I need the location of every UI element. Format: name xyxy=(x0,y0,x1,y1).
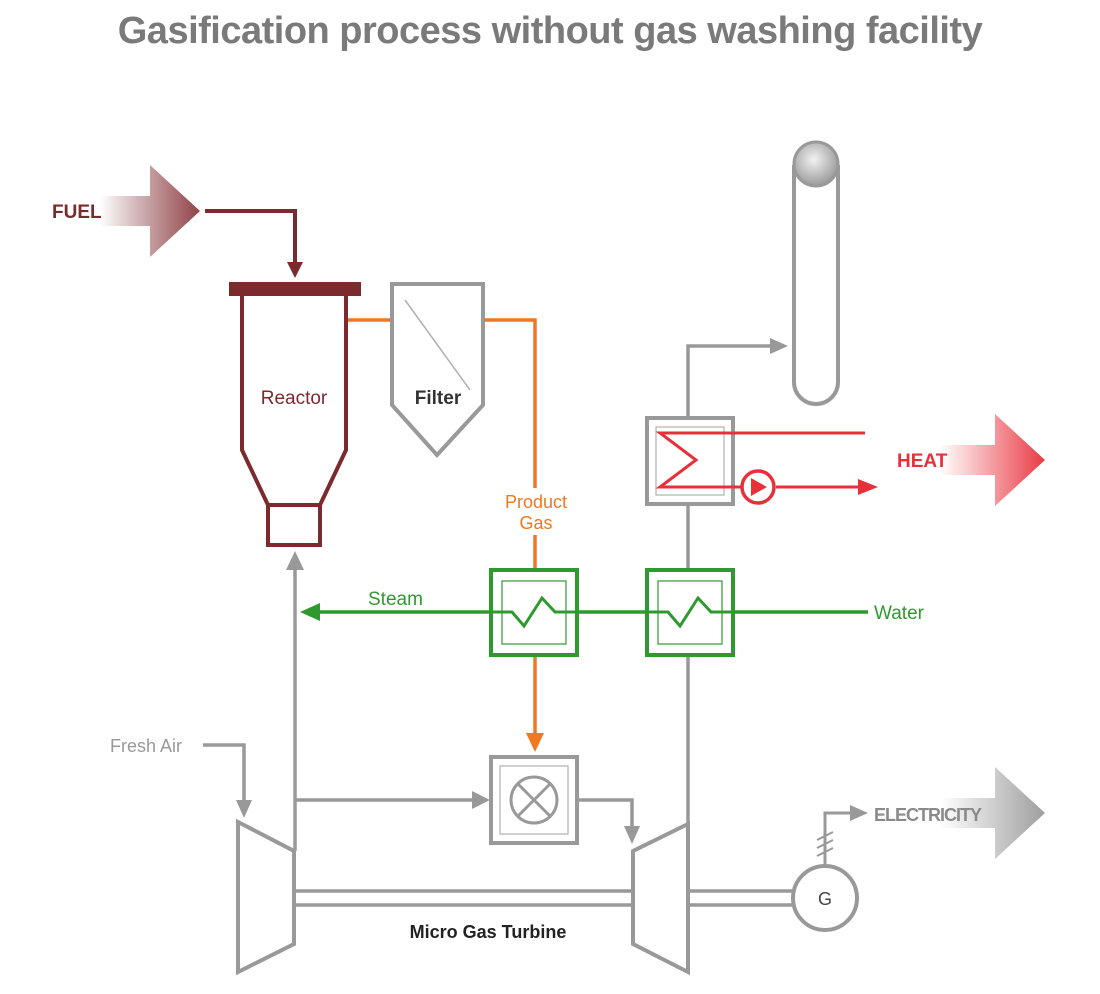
combustion-chamber xyxy=(489,755,579,845)
fuel-line-arrowhead xyxy=(287,262,303,278)
steam-arrowhead xyxy=(300,603,320,621)
generator-label: G xyxy=(818,889,832,909)
exhaust-line-to-stack xyxy=(686,344,772,418)
fuel-line xyxy=(205,209,297,272)
heat-recovery-exchanger xyxy=(645,416,735,506)
combustor-air-arrowhead xyxy=(472,791,490,809)
chimney-stack xyxy=(792,140,840,406)
reactor-air-arrowhead xyxy=(286,551,304,570)
fresh-air-label: Fresh Air xyxy=(110,736,182,756)
heat-label: HEAT xyxy=(897,451,948,472)
product-gas-label-line1: Product xyxy=(505,492,567,512)
turbine-shaft xyxy=(294,889,795,907)
product-gas-arrowhead xyxy=(526,733,544,752)
turbine xyxy=(631,820,690,976)
stack-inlet-arrowhead xyxy=(770,338,788,354)
filter xyxy=(390,282,485,458)
fresh-air-line xyxy=(203,743,246,803)
steam-label: Steam xyxy=(368,589,423,610)
fresh-air-arrowhead xyxy=(236,800,252,818)
page-title: Gasification process without gas washing… xyxy=(117,10,983,52)
electricity-arrowhead xyxy=(850,805,868,821)
electricity-line xyxy=(823,811,852,866)
heat-output-arrow xyxy=(940,414,1045,506)
heat-circuit-line xyxy=(655,431,865,489)
turbine-inlet-arrowhead xyxy=(624,826,640,844)
steam-heat-exchanger xyxy=(489,568,579,657)
product-gas-line-upper xyxy=(485,318,537,488)
water-preheater xyxy=(645,568,735,657)
heat-outlet-arrowhead xyxy=(858,479,878,495)
fuel-input-arrow xyxy=(100,165,200,257)
filter-label: Filter xyxy=(415,388,462,409)
reactor xyxy=(229,282,361,547)
water-label: Water xyxy=(874,603,925,624)
micro-gas-turbine-label: Micro Gas Turbine xyxy=(410,922,567,942)
compressor xyxy=(236,818,296,976)
electricity-label: ELECTRICITY xyxy=(874,805,982,825)
combustor-to-turbine-line xyxy=(577,798,634,828)
fuel-label: FUEL xyxy=(52,202,102,223)
pump-icon xyxy=(740,469,776,505)
electricity-output-arrow xyxy=(940,767,1045,859)
electric-lightning-icon xyxy=(816,831,834,857)
reactor-label: Reactor xyxy=(261,388,328,409)
product-gas-label-line2: Gas xyxy=(519,513,552,533)
